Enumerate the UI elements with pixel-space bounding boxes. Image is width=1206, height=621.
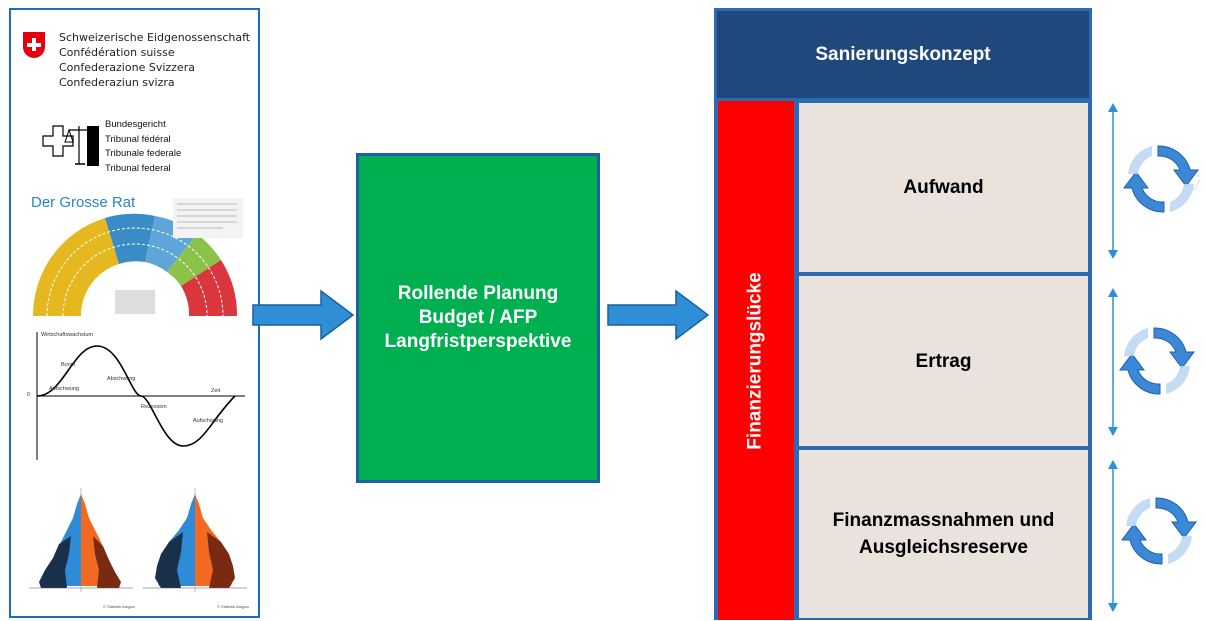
row-measures-label-2: Ausgleichsreserve (859, 537, 1028, 558)
planning-line-1: Rollende Planung (397, 283, 559, 304)
swiss-name-rm: Confederaziun svizra (59, 76, 175, 89)
court-name-de: Bundesgericht (105, 119, 166, 130)
cycle-refresh-icon (1119, 327, 1195, 395)
range-arrow-1 (1108, 103, 1118, 259)
range-arrow-3 (1108, 460, 1118, 612)
parliament-title: Der Grosse Rat (31, 194, 136, 211)
financing-gap-label-wrap: Finanzierungslücke (718, 101, 794, 620)
parliament-hemicycle-image (32, 198, 243, 317)
row-measures-label-1: Finanzmassnahmen und (832, 510, 1055, 531)
planning-line-3: Langfristperspektive (384, 331, 572, 352)
flow-arrow-2 (607, 289, 710, 341)
cycle-refresh-icon (1121, 497, 1197, 565)
cycle-phase-downturn: Abschwung (107, 376, 136, 382)
financing-gap-label: Finanzierungslücke (745, 271, 766, 450)
pyramid-source-right: © Statistik Aargau (217, 604, 249, 609)
court-name-it: Tribunale federale (105, 148, 182, 159)
cycle-refresh-icon (1123, 145, 1200, 213)
row-expenses: Aufwand (797, 101, 1090, 274)
economic-cycle-graph: Wirtschaftswachstum 0 Boom Abschwung Auf… (23, 328, 253, 468)
grand-council-seating-chart: Der Grosse Rat (23, 190, 255, 328)
row-expenses-label: Aufwand (903, 177, 984, 198)
planning-line-2: Budget / AFP (418, 307, 538, 328)
cycle-phase-recession: Rezession (141, 404, 167, 410)
confederation-names: Schweizerische Eidgenossenschaft Confédé… (59, 30, 250, 90)
left-image-panel: Schweizerische Eidgenossenschaft Confédé… (9, 8, 260, 618)
cycle-phase-upturn-2: Aufschwung (193, 418, 223, 424)
business-cycle-curve (36, 332, 245, 460)
flow-arrow-1 (252, 289, 355, 341)
cycle-phase-upturn-1: Aufschwung (49, 386, 79, 392)
federal-court-logo: Bundesgericht Tribunal fédéral Tribunale… (21, 114, 256, 180)
cycle-axis-title: Wirtschaftswachstum (41, 332, 93, 338)
row-financial-measures: Finanzmassnahmen und Ausgleichsreserve (797, 448, 1090, 620)
cycle-phase-boom: Boom (61, 362, 76, 368)
population-pyramids: © Statistik Aargau © Statistik Aargau (19, 474, 257, 614)
range-arrow-2 (1108, 288, 1118, 436)
population-pyramid-charts (29, 482, 247, 600)
swiss-name-it: Confederazione Svizzera (59, 61, 195, 74)
cross-and-scales-icon (42, 125, 99, 166)
cycle-time-label: Zeit (211, 388, 221, 394)
swiss-confederation-logo: Schweizerische Eidgenossenschaft Confédé… (19, 30, 254, 100)
header-title: Sanierungskonzept (815, 43, 991, 65)
rolling-planning-box: Rollende Planung Budget / AFP Langfristp… (356, 153, 600, 483)
financing-gap-bar (718, 101, 794, 620)
row-revenue-label: Ertrag (915, 350, 972, 372)
court-names: Bundesgericht Tribunal fédéral Tribunale… (105, 118, 181, 176)
court-name-fr: Tribunal fédéral (105, 133, 171, 145)
row-revenue: Ertrag (797, 274, 1090, 448)
court-name-rm: Tribunal federal (105, 162, 171, 174)
restructuring-header: Sanierungskonzept (714, 8, 1092, 101)
swiss-name-fr: Confédération suisse (59, 46, 175, 59)
cycle-zero-label: 0 (27, 392, 31, 398)
swiss-name-de: Schweizerische Eidgenossenschaft (59, 31, 251, 44)
pyramid-source-left: © Statistik Aargau (103, 604, 135, 609)
swiss-shield-icon (23, 32, 45, 58)
